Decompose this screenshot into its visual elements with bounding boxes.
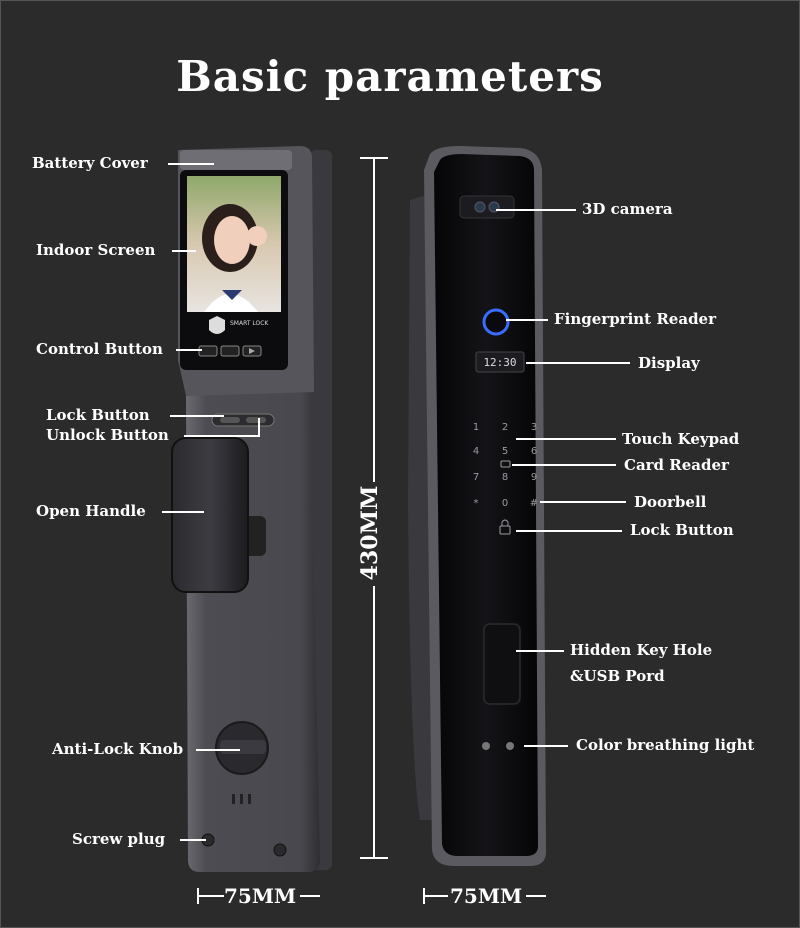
- keypad-key-5: 5: [502, 446, 508, 457]
- leader-breathing-light: [524, 745, 568, 747]
- label-color-breathing-light: Color breathing light: [576, 736, 755, 754]
- leader-fingerprint: [506, 319, 548, 321]
- leader-unlock-button: [184, 435, 260, 437]
- leader-open-handle: [162, 511, 204, 513]
- label-3d-camera: 3D camera: [582, 200, 673, 218]
- width-dimension-right-label: 75MM: [450, 884, 523, 908]
- width-dimension-left: [197, 888, 320, 904]
- width-dimension-right: [423, 888, 546, 904]
- card-reader-icon: [500, 460, 511, 468]
- label-indoor-screen: Indoor Screen: [36, 241, 156, 259]
- label-hidden-key-hole: Hidden Key Hole: [570, 641, 713, 659]
- label-lock-button-indoor: Lock Button: [46, 406, 150, 424]
- touch-keypad-graphic: 1 2 3 4 5 6 7 8 9 * 0 #: [473, 422, 538, 509]
- leader-lock-button-indoor: [170, 415, 224, 417]
- hidden-key-hole-graphic: [483, 623, 521, 705]
- page-title: Basic parameters: [176, 52, 604, 101]
- indoor-screen-graphic: SMART LOCK: [180, 170, 288, 370]
- label-control-button: Control Button: [36, 340, 163, 358]
- label-battery-cover: Battery Cover: [32, 154, 148, 172]
- leader-screw-plug: [180, 839, 206, 841]
- breathing-light-right: [506, 742, 514, 750]
- keypad-key-3: 3: [531, 422, 537, 433]
- leader-anti-lock-knob: [196, 749, 240, 751]
- keypad-key-9: 9: [531, 472, 537, 483]
- keypad-key-1: 1: [473, 422, 479, 433]
- label-anti-lock-knob: Anti-Lock Knob: [52, 740, 184, 758]
- label-open-handle: Open Handle: [36, 502, 146, 520]
- lock-icon: [499, 519, 511, 535]
- width-dimension-left-label: 75MM: [224, 884, 297, 908]
- leader-3d-camera: [496, 209, 576, 211]
- keypad-key-6: 6: [531, 446, 537, 457]
- keypad-key-2: 2: [502, 422, 508, 433]
- anti-lock-knob-graphic: [215, 721, 269, 775]
- screen-brand-text: SMART LOCK: [230, 320, 269, 327]
- keypad-key-star: *: [474, 498, 479, 509]
- display-clock-text: 12:30: [483, 356, 516, 369]
- keypad-key-7: 7: [473, 472, 479, 483]
- screw-plug-right: [273, 843, 287, 857]
- keypad-key-hash: #: [530, 498, 538, 509]
- leader-display: [526, 362, 630, 364]
- display-graphic: [475, 351, 525, 373]
- leader-touch-keypad: [516, 438, 616, 440]
- label-doorbell: Doorbell: [634, 493, 707, 511]
- label-fingerprint-reader: Fingerprint Reader: [554, 310, 716, 328]
- keypad-key-0: 0: [502, 498, 508, 509]
- label-display: Display: [638, 354, 700, 372]
- leader-card-reader: [512, 464, 616, 466]
- keypad-key-8: 8: [502, 472, 508, 483]
- fingerprint-reader-graphic: [482, 308, 510, 336]
- leader-hidden-key-hole: [516, 650, 564, 652]
- label-screw-plug: Screw plug: [72, 830, 166, 848]
- leader-battery-cover: [168, 163, 214, 165]
- leader-doorbell: [540, 501, 626, 503]
- leader-control-button: [176, 349, 202, 351]
- open-handle-graphic: [171, 437, 266, 593]
- height-dimension-line: [360, 157, 388, 859]
- label-lock-button-outdoor: Lock Button: [630, 521, 734, 539]
- leader-lock-button-outdoor: [516, 530, 622, 532]
- label-touch-keypad: Touch Keypad: [622, 430, 740, 448]
- leader-indoor-screen: [172, 250, 196, 252]
- height-dimension-label: 430MM: [357, 485, 383, 581]
- leader-unlock-button-vertical: [258, 418, 260, 436]
- keypad-key-4: 4: [473, 446, 479, 457]
- label-usb-port: &USB Pord: [570, 667, 665, 685]
- 3d-camera-graphic: [459, 195, 515, 219]
- label-unlock-button: Unlock Button: [46, 426, 169, 444]
- speaker-grille-graphic: [232, 794, 251, 804]
- label-card-reader: Card Reader: [624, 456, 729, 474]
- breathing-light-left: [482, 742, 490, 750]
